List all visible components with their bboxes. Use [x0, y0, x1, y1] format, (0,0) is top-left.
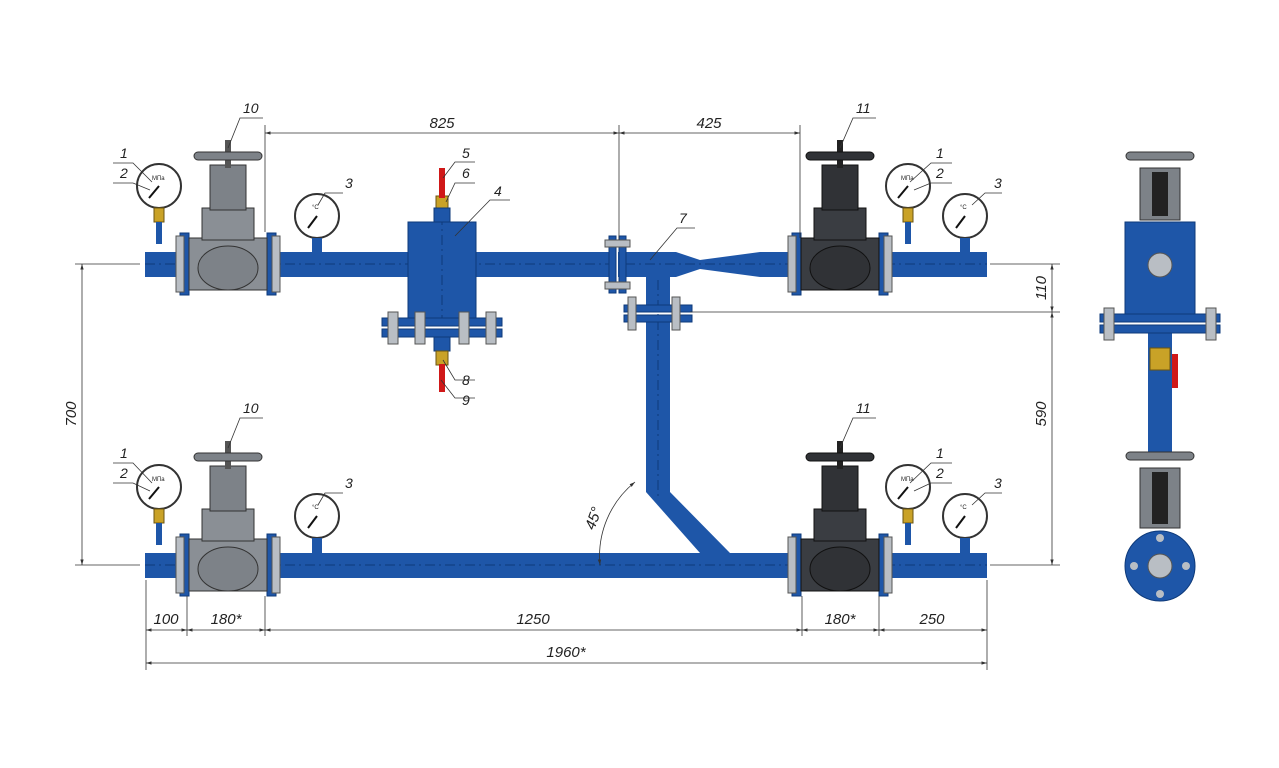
- gate-valve-icon: [787, 441, 893, 597]
- callout-11: 11: [856, 100, 871, 116]
- dim-angle: 45°: [582, 505, 606, 532]
- thermometer-icon: °С: [942, 193, 988, 252]
- callout-2: 2: [119, 165, 128, 181]
- callout-9: 9: [462, 392, 470, 408]
- dimension-lines: [75, 125, 1060, 670]
- dim-180-left: 180*: [211, 611, 243, 628]
- gauge-unit-label: МПа: [152, 176, 165, 182]
- gauge-unit-label: МПа: [901, 176, 914, 182]
- dim-250: 250: [918, 611, 945, 628]
- dim-100: 100: [153, 611, 179, 628]
- pressure-gauge-icon: МПа: [136, 163, 182, 244]
- branch-flange: [623, 296, 693, 331]
- callout-3: 3: [994, 175, 1002, 191]
- callout-1: 1: [936, 445, 944, 461]
- callout-3: 3: [345, 175, 353, 191]
- dim-1250: 1250: [516, 611, 550, 628]
- callout-7: 7: [679, 210, 688, 226]
- top-pipe-flange: [604, 235, 631, 294]
- gauge-unit-label: МПа: [901, 477, 914, 483]
- pressure-gauge-icon: МПа: [136, 464, 182, 545]
- dim-425: 425: [696, 115, 722, 132]
- top-ball-valve-icon: [433, 168, 451, 223]
- dim-180-right: 180*: [825, 611, 857, 628]
- thermometer-unit-label: °С: [960, 205, 967, 211]
- thermometer-icon: °С: [294, 193, 340, 252]
- callout-1: 1: [936, 145, 944, 161]
- dim-825: 825: [429, 115, 455, 132]
- callout-10: 10: [243, 100, 259, 116]
- callout-6: 6: [462, 165, 470, 181]
- thermometer-unit-label: °С: [960, 505, 967, 511]
- dim-700: 700: [63, 401, 80, 427]
- gate-valve-icon: [175, 441, 281, 597]
- dim-590: 590: [1033, 401, 1050, 427]
- thermometer-unit-label: °С: [312, 205, 319, 211]
- callout-2: 2: [119, 465, 128, 481]
- callout-1: 1: [120, 145, 128, 161]
- thermometer-unit-label: °С: [312, 505, 319, 511]
- bottom-ball-valve-icon: [435, 350, 449, 392]
- pressure-gauge-icon: МПа: [885, 163, 931, 244]
- gate-valve-icon: [175, 140, 281, 296]
- leader-lines: [113, 117, 1002, 506]
- callout-10: 10: [243, 400, 259, 416]
- thermometer-icon: °С: [294, 493, 340, 553]
- callout-5: 5: [462, 145, 470, 161]
- gate-valve-icon: [787, 140, 893, 296]
- callout-3: 3: [345, 475, 353, 491]
- callout-2: 2: [935, 165, 944, 181]
- dim-110: 110: [1033, 275, 1050, 300]
- pressure-gauge-icon: МПа: [885, 464, 931, 545]
- callout-8: 8: [462, 372, 470, 388]
- gauge-unit-label: МПа: [152, 477, 165, 483]
- filter-body: [381, 215, 503, 352]
- callout-11: 11: [856, 400, 871, 416]
- thermometer-icon: °С: [942, 493, 988, 553]
- callout-1: 1: [120, 445, 128, 461]
- callout-4: 4: [494, 183, 502, 199]
- dim-1960: 1960*: [546, 644, 586, 661]
- vertical-branch-pipe: [646, 277, 730, 553]
- side-view: [1099, 151, 1221, 602]
- callout-2: 2: [935, 465, 944, 481]
- callout-3: 3: [994, 475, 1002, 491]
